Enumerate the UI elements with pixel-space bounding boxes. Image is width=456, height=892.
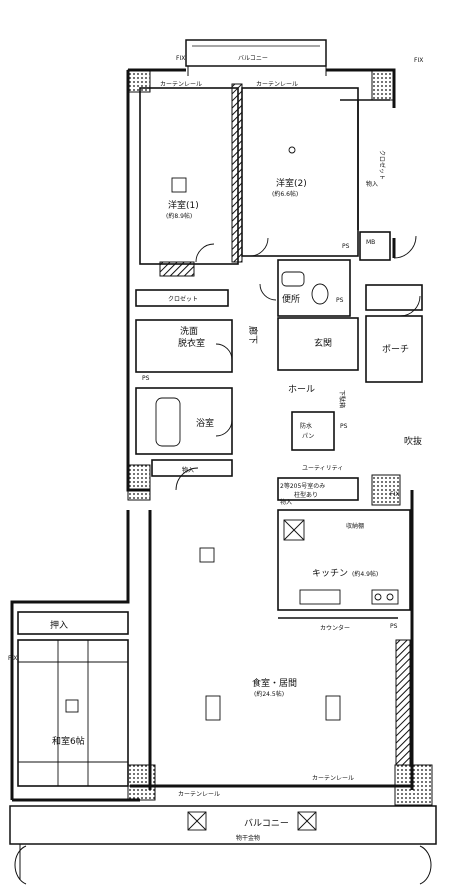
columns xyxy=(127,69,433,806)
ps-label-2: PS xyxy=(142,375,150,382)
shelf-label: 収納棚 xyxy=(346,522,364,530)
kitchen-area: (約4.9帖) xyxy=(352,570,378,578)
interior-walls xyxy=(17,87,423,787)
top-balcony xyxy=(185,39,327,76)
shoe-cabinet-label: 下駄箱 xyxy=(338,390,346,408)
curtain-label-4: カーテンレール xyxy=(312,775,354,782)
curtain-label-1: カーテンレール xyxy=(160,81,202,88)
porch-name: ポーチ xyxy=(382,344,409,355)
living-name: 食室・居間 xyxy=(252,677,297,689)
bath-name: 浴室 xyxy=(196,417,214,429)
fix-label-4: FIX xyxy=(414,57,423,64)
western2-area: (約6.6帖) xyxy=(272,190,298,198)
exterior-walls xyxy=(10,68,414,802)
bottom-balcony xyxy=(9,805,437,885)
western1-area: (約8.9帖) xyxy=(166,212,192,220)
curtain-label-2: カーテンレール xyxy=(256,81,298,88)
waterproof-pan-label-1: 防水 xyxy=(300,422,312,430)
mb-label: MB xyxy=(366,239,375,246)
western1-name: 洋室(1) xyxy=(168,199,199,211)
storage-hall-label: 物入 xyxy=(280,498,292,506)
storage-top-label: 物入 xyxy=(366,180,378,188)
ps-label-4: PS xyxy=(390,623,398,630)
kitchen-name: キッチン xyxy=(312,568,348,579)
washroom-name-2: 脱衣室 xyxy=(178,337,205,349)
japanese-room-name: 和室6帖 xyxy=(52,735,85,747)
note-label-1: 2等205号室のみ xyxy=(280,482,325,490)
fukinuke-name: 吹抜 xyxy=(404,435,422,447)
living-area: (約24.5帖) xyxy=(254,690,284,698)
closet-mid-label: クロゼット xyxy=(168,295,198,303)
note-label-2: 柱型あり xyxy=(294,491,318,499)
washroom-name-1: 洗面 xyxy=(180,325,198,337)
curtain-label-3: カーテンレール xyxy=(178,791,220,798)
fix-label-2: FIX xyxy=(390,491,399,498)
monohoshi-label: 物干金物 xyxy=(236,834,260,842)
hall-name: ホール xyxy=(288,384,315,395)
waterproof-pan-label-2: パン xyxy=(302,433,314,440)
ps-label-1: PS xyxy=(336,297,344,304)
entrance-name: 玄関 xyxy=(314,337,332,349)
storage-mid-label: 物入 xyxy=(182,466,194,474)
fix-label-3: FIX xyxy=(8,655,17,662)
western2-name: 洋室(2) xyxy=(276,177,307,189)
fixtures xyxy=(18,146,399,831)
door-swings xyxy=(175,235,421,491)
balcony-top-label: バルコニー xyxy=(238,55,268,62)
oshiire-label: 押入 xyxy=(50,619,68,631)
ps-label-3: PS xyxy=(340,423,348,430)
toilet-name: 便所 xyxy=(282,293,300,305)
counter-label: カウンター xyxy=(320,624,350,632)
ps-label-5: PS xyxy=(342,243,350,250)
corridor-name: 廊下 xyxy=(247,326,259,344)
balcony-bottom-label: バルコニー xyxy=(244,818,289,829)
fix-label-1: FIX xyxy=(176,55,185,62)
utility-label: ユーティリティ xyxy=(302,465,343,472)
closet-top-label: クロゼット xyxy=(378,150,386,180)
